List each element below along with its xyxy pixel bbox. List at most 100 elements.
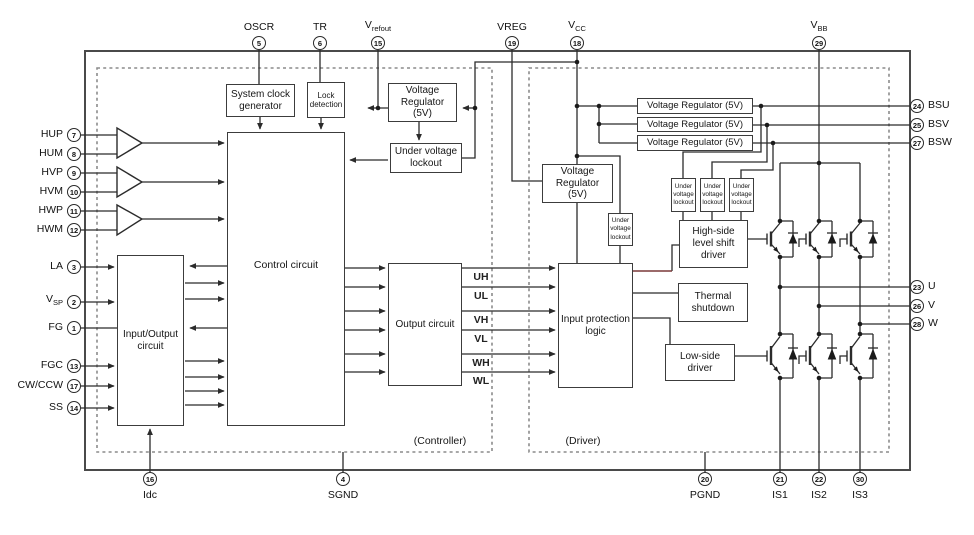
- pin-v: 26: [910, 299, 924, 313]
- block-input-protection-logic: Input protection logic: [558, 263, 633, 388]
- pin-tr: 6: [313, 36, 327, 50]
- pin-is1: 21: [773, 472, 787, 486]
- controller-region-label: (Controller): [413, 435, 467, 447]
- pin-hwm-label: HWM: [36, 223, 63, 235]
- pin-hwp-label: HWP: [38, 204, 64, 216]
- pin-idc-label: Idc: [142, 489, 158, 501]
- pin-hvm: 10: [67, 185, 81, 199]
- pin-hvm-label: HVM: [39, 185, 63, 197]
- signal-label-ul: UL: [474, 290, 488, 302]
- block-voltage-regulator-bsv: Voltage Regulator (5V): [637, 117, 753, 132]
- signal-label-wh: WH: [472, 357, 490, 369]
- block-voltage-regulator-controller: Voltage Regulator (5V): [388, 83, 457, 122]
- pin-bsw: 27: [910, 136, 924, 150]
- pin-fgc: 13: [67, 359, 81, 373]
- igbt-low-w: [845, 330, 880, 382]
- igbt-low-v: [804, 330, 839, 382]
- pin-oscr: 5: [252, 36, 266, 50]
- block-output-circuit: Output circuit: [388, 263, 462, 386]
- pin-hum: 8: [67, 147, 81, 161]
- pin-vbb-label: VBB: [810, 19, 828, 34]
- pin-la: 3: [67, 260, 81, 274]
- comparator-v: [116, 165, 144, 199]
- block-under-voltage-lockout-driver: Under voltage lockout: [608, 213, 633, 246]
- block-under-voltage-lockout-controller: Under voltage lockout: [390, 143, 462, 173]
- driver-region-box: [528, 67, 890, 453]
- block-control-circuit: Control circuit: [227, 132, 345, 426]
- pin-bsu-label: BSU: [928, 99, 950, 111]
- igbt-bridge: [765, 217, 880, 382]
- chip-boundary: [84, 50, 911, 471]
- pin-ss: 14: [67, 401, 81, 415]
- pin-pgnd-label: PGND: [689, 489, 721, 501]
- block-input-output-circuit: Input/Output circuit: [117, 255, 184, 426]
- block-thermal-shutdown: Thermal shutdown: [678, 283, 748, 322]
- pin-hup-label: HUP: [40, 128, 63, 140]
- pin-hwp: 11: [67, 204, 81, 218]
- pin-sgnd: 4: [336, 472, 350, 486]
- block-high-side-level-shift-driver: High-side level shift driver: [679, 220, 748, 268]
- pin-is1-label: IS1: [772, 489, 788, 501]
- block-uvl-bootstrap-v: Under voltage lockout: [700, 178, 725, 212]
- pin-cwccw-label: CW/CCW: [17, 379, 64, 391]
- signal-label-vh: VH: [473, 314, 489, 326]
- pin-tr-label: TR: [313, 21, 327, 33]
- junction-dots: [375, 59, 863, 327]
- pin-is3: 30: [853, 472, 867, 486]
- pin-w: 28: [910, 317, 924, 331]
- pin-vrefout-label: Vrefout: [364, 19, 392, 34]
- pin-u-label: U: [928, 280, 936, 292]
- wires: [81, 50, 910, 472]
- pin-is3-label: IS3: [852, 489, 868, 501]
- signal-label-vl: VL: [474, 333, 488, 345]
- block-voltage-regulator-bsw: Voltage Regulator (5V): [637, 135, 753, 151]
- pin-is2: 22: [812, 472, 826, 486]
- pin-vsp-label: VSP: [45, 293, 63, 308]
- block-uvl-bootstrap-w: Under voltage lockout: [729, 178, 754, 212]
- input-protection-text: Input protection logic: [561, 313, 630, 337]
- block-voltage-regulator-driver: Voltage Regulator (5V): [542, 164, 613, 203]
- pin-vreg: 19: [505, 36, 519, 50]
- pin-v-label: V: [928, 299, 936, 311]
- pin-hwm: 12: [67, 223, 81, 237]
- hall-comparators: [116, 126, 144, 237]
- block-uvl-bootstrap-u: Under voltage lockout: [671, 178, 696, 212]
- pin-pgnd: 20: [698, 472, 712, 486]
- pin-hup: 7: [67, 128, 81, 142]
- pin-vsp: 2: [67, 295, 81, 309]
- pin-hvp: 9: [67, 166, 81, 180]
- pin-vreg-label: VREG: [497, 21, 527, 33]
- pin-fgc-label: FGC: [40, 359, 63, 371]
- igbt-high-v: [804, 217, 839, 261]
- pin-bsw-label: BSW: [928, 136, 952, 148]
- block-lock-detection: Lock detection: [307, 82, 345, 118]
- pin-bsv-label: BSV: [928, 118, 950, 130]
- igbt-high-w: [845, 217, 880, 261]
- pin-w-label: W: [928, 317, 938, 329]
- comparator-w: [116, 203, 144, 237]
- pin-vcc: 18: [570, 36, 584, 50]
- pin-oscr-label: OSCR: [243, 21, 275, 33]
- pin-vrefout: 15: [371, 36, 385, 50]
- pin-bsv: 25: [910, 118, 924, 132]
- block-system-clock-generator: System clock generator: [226, 84, 295, 117]
- pin-idc: 16: [143, 472, 157, 486]
- igbt-low-u: [765, 330, 800, 382]
- pin-u: 23: [910, 280, 924, 294]
- igbt-high-u: [765, 217, 800, 261]
- pin-hvp-label: HVP: [41, 166, 63, 178]
- signal-label-uh: UH: [473, 271, 489, 283]
- pin-la-label: LA: [50, 260, 63, 272]
- comparator-u: [116, 126, 144, 160]
- block-voltage-regulator-bsu: Voltage Regulator (5V): [637, 98, 753, 114]
- pin-fg: 1: [67, 321, 81, 335]
- arrow-wires: [81, 105, 556, 472]
- controller-region-box: [96, 67, 493, 453]
- pin-vbb: 29: [812, 36, 826, 50]
- pin-vcc-label: VCC: [568, 19, 586, 34]
- pin-sgnd-label: SGND: [327, 489, 359, 501]
- pin-cwccw: 17: [67, 379, 81, 393]
- signal-label-wl: WL: [472, 375, 490, 387]
- driver-region-label: (Driver): [565, 435, 601, 447]
